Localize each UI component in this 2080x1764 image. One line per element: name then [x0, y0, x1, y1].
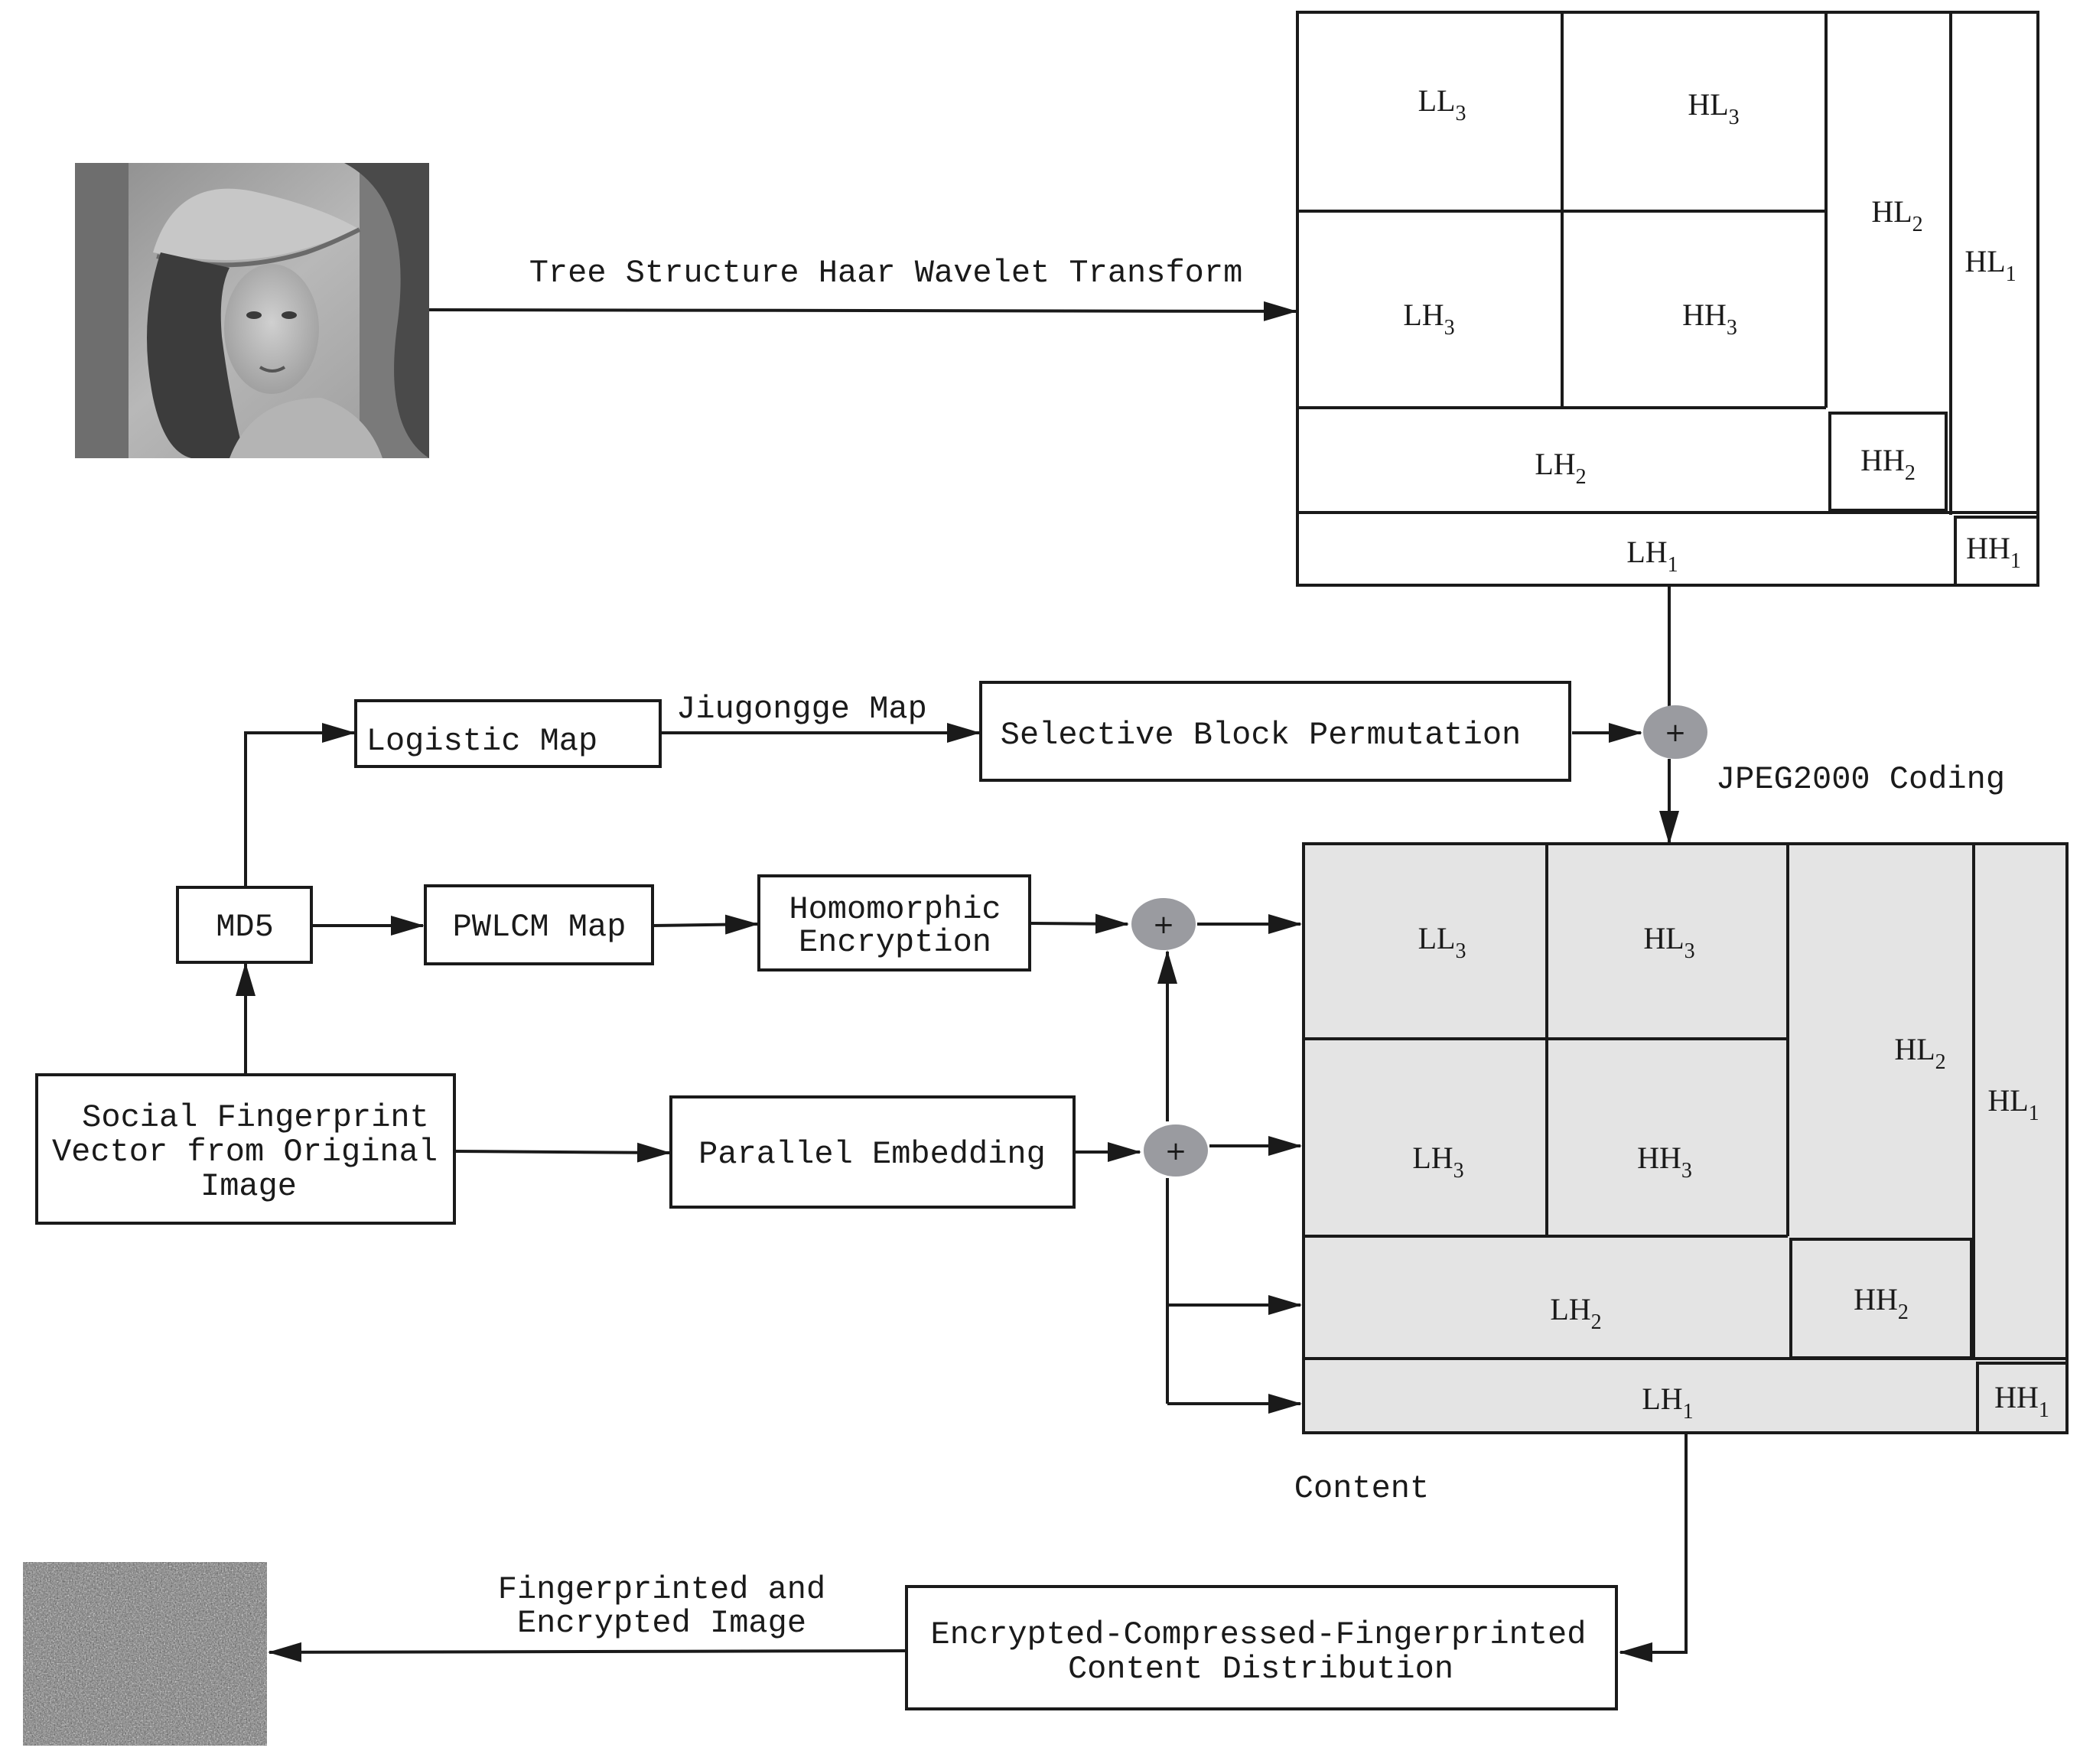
parallel-embedding-box [669, 1095, 1076, 1209]
output-image [23, 1562, 267, 1746]
wt-lh2: LH2 [1535, 447, 1586, 489]
homomorphic-label-2: Encryption [799, 924, 991, 961]
social-fingerprint-box [35, 1073, 456, 1225]
wb-hl2: HL2 [1894, 1032, 1945, 1074]
wb-hh1: HH1 [1994, 1380, 2049, 1422]
wb-ll3: LL3 [1418, 921, 1466, 963]
combine-plus-mid [1131, 898, 1196, 950]
wt-hh3: HH3 [1682, 298, 1737, 340]
wt-hh1: HH1 [1966, 531, 2021, 573]
wavelet-grid-top: LL3 HL3 LH3 HH3 HL2 LH2 HH2 HL1 LH1 HH1 [1296, 11, 2039, 587]
combine-plus-low [1144, 1124, 1208, 1177]
combine-plus-top [1643, 705, 1707, 759]
wt-lh1: LH1 [1626, 535, 1678, 577]
homomorphic-box [757, 874, 1031, 972]
wavelet-bottom-hh1-cell [1976, 1362, 2069, 1434]
homomorphic-to-plus-arrow [1030, 913, 1129, 934]
wt-hl3: HL3 [1688, 87, 1739, 129]
distribution-to-output-arrow [268, 1642, 906, 1662]
wb-hh2: HH2 [1854, 1282, 1909, 1324]
wavelet-bottom-hh2-cell [1789, 1238, 1973, 1359]
combine-plus-mid-sign: + [1153, 910, 1175, 940]
combine-plus-low-sign: + [1165, 1136, 1187, 1167]
pwlcm-box [424, 884, 654, 965]
distribution-label-1: Encrypted-Compressed-Fingerprinted [931, 1616, 1587, 1653]
content-label: Content [1294, 1470, 1429, 1507]
jpeg2000-label: JPEG2000 Coding [1716, 761, 2005, 798]
md5-label: MD5 [216, 909, 274, 945]
output-label-1: Fingerprinted and [498, 1571, 825, 1608]
wt-ll3: LL3 [1418, 83, 1466, 125]
wb-hl3: HL3 [1643, 921, 1694, 963]
social-label-3: Image [200, 1168, 297, 1205]
wb-lh1: LH1 [1642, 1382, 1693, 1424]
combine-plus-top-sign: + [1665, 718, 1687, 748]
distribution-box [905, 1585, 1618, 1710]
homomorphic-label-1: Homomorphic [789, 891, 1001, 928]
logistic-map-label: Logistic Map [366, 723, 597, 760]
wb-lh3: LH3 [1412, 1141, 1463, 1183]
wt-hl1: HL1 [1964, 244, 2016, 286]
wt-hh2: HH2 [1860, 443, 1916, 485]
input-image [75, 163, 429, 458]
wt-lh3: LH3 [1403, 298, 1454, 340]
output-label-2: Encrypted Image [517, 1605, 806, 1642]
transform-label: Tree Structure Haar Wavelet Transform [529, 255, 1243, 291]
wt-hl2: HL2 [1871, 194, 1922, 236]
wb-lh2: LH2 [1550, 1292, 1601, 1334]
pwlcm-label: PWLCM Map [453, 909, 627, 945]
wavelet-grid-bottom: LL3 HL3 LH3 HH3 HL2 LH2 HH2 HL1 LH1 HH1 [1302, 842, 2069, 1434]
parallel-embedding-label: Parallel Embedding [698, 1136, 1046, 1173]
transform-arrow [428, 301, 1297, 321]
wavelet-top-hh2-cell [1828, 412, 1948, 512]
social-label-1: Social Fingerprint [82, 1099, 429, 1136]
wb-hh3: HH3 [1637, 1141, 1692, 1183]
social-to-parallel-arrow [454, 1142, 671, 1163]
md5-to-logistic-line [244, 731, 321, 923]
selective-block-label: Selective Block Permutation [1001, 717, 1522, 753]
wavelet-top-hh1-cell [1954, 516, 2039, 587]
selective-block-box [979, 681, 1571, 782]
distribution-label-2: Content Distribution [1068, 1651, 1453, 1688]
pwlcm-to-homomorphic-arrow [652, 914, 759, 935]
social-label-2: Vector from Original [52, 1134, 438, 1170]
jiugongge-label: Jiugongge Map [676, 691, 927, 727]
logistic-map-box [354, 699, 662, 768]
wb-hl1: HL1 [1987, 1083, 2039, 1125]
grid-to-distribution-line [1660, 1434, 1688, 1654]
